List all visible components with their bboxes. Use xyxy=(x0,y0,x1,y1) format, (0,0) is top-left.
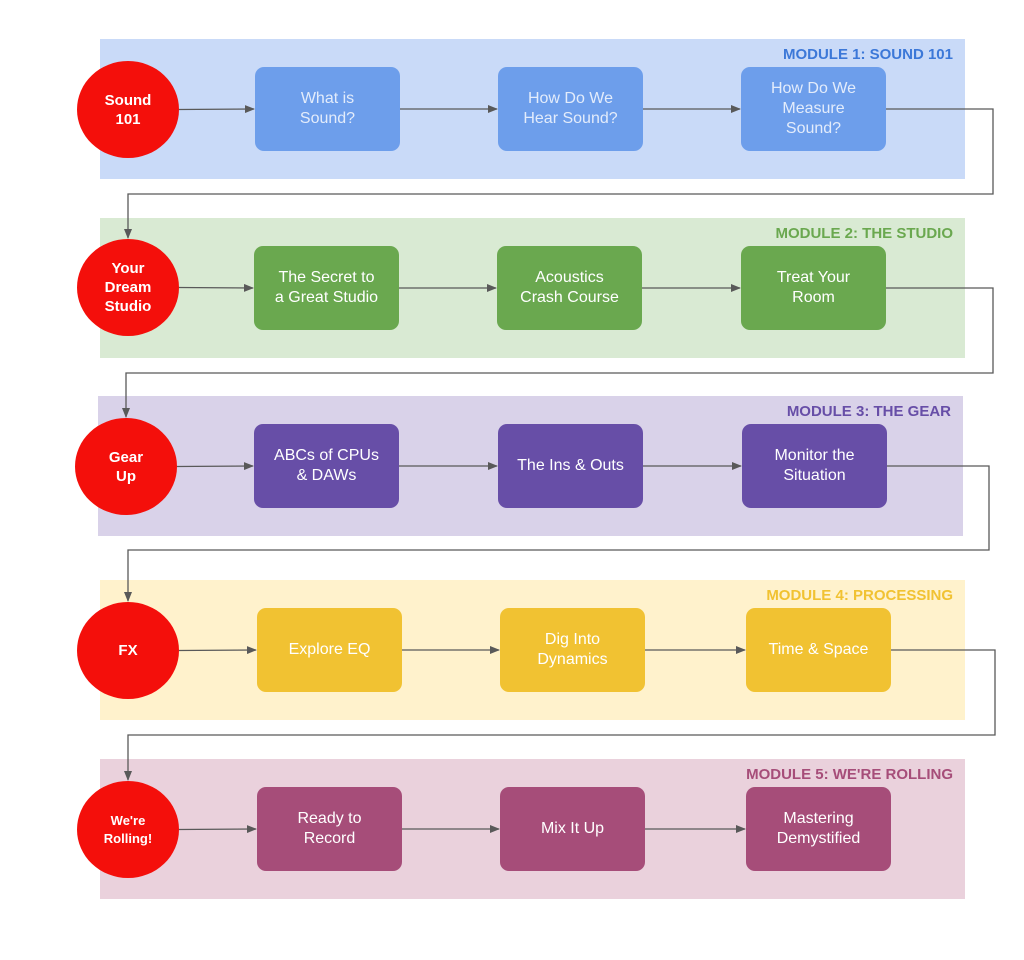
module-2-hub-circle[interactable]: Your Dream Studio xyxy=(77,239,179,336)
lesson-label: How Do We Measure Sound? xyxy=(770,80,857,137)
lesson-label: The Secret to a Great Studio xyxy=(274,269,379,306)
module-3-title: MODULE 3: THE GEAR xyxy=(786,403,951,420)
module-5-hub-circle[interactable]: We're Rolling! xyxy=(77,781,179,878)
lesson-dig-into-dynamics[interactable]: Dig Into Dynamics xyxy=(500,608,645,692)
lesson-how-do-we-measure-sound[interactable]: How Do We Measure Sound? xyxy=(741,67,886,151)
arrow-module-2-to-module-3 xyxy=(122,287,994,418)
lesson-label: Treat Your Room xyxy=(776,269,851,306)
lesson-label: The Ins & Outs xyxy=(517,457,624,474)
lesson-mastering-demystified[interactable]: Mastering Demystified xyxy=(746,787,891,871)
module-4-hub-label: FX xyxy=(118,642,138,659)
lesson-label: Monitor the Situation xyxy=(774,447,855,484)
lesson-time-and-space[interactable]: Time & Space xyxy=(746,608,891,692)
module-1-hub-label: Sound 101 xyxy=(104,91,152,128)
lesson-label: Time & Space xyxy=(768,641,869,658)
lesson-monitor-the-situation[interactable]: Monitor the Situation xyxy=(742,424,887,508)
lesson-abcs-of-cpus-and-daws[interactable]: ABCs of CPUs & DAWs xyxy=(254,424,399,508)
lesson-acoustics-crash-course[interactable]: Acoustics Crash Course xyxy=(497,246,642,330)
arrow-module-2-step-1 xyxy=(178,283,254,292)
module-5-title: MODULE 5: WE'RE ROLLING xyxy=(746,766,953,783)
lesson-what-is-sound[interactable]: What is Sound? xyxy=(255,67,400,151)
module-1-title: MODULE 1: SOUND 101 xyxy=(782,46,953,63)
lesson-label: ABCs of CPUs & DAWs xyxy=(274,447,379,484)
module-2-title: MODULE 2: THE STUDIO xyxy=(775,225,953,242)
lesson-treat-your-room[interactable]: Treat Your Room xyxy=(741,246,886,330)
arrow-module-3-step-1 xyxy=(176,462,254,471)
module-4-title: MODULE 4: PROCESSING xyxy=(766,587,953,604)
lesson-label: Dig Into Dynamics xyxy=(537,631,608,668)
lesson-ready-to-record[interactable]: Ready to Record xyxy=(257,787,402,871)
lesson-secret-to-a-great-studio[interactable]: The Secret to a Great Studio xyxy=(254,246,399,330)
module-1-hub-circle[interactable]: Sound 101 xyxy=(77,61,179,158)
lesson-mix-it-up[interactable]: Mix It Up xyxy=(500,787,645,871)
arrow-module-3-to-module-4 xyxy=(124,465,990,602)
lesson-explore-eq[interactable]: Explore EQ xyxy=(257,608,402,692)
lesson-label: How Do We Hear Sound? xyxy=(523,90,618,127)
lesson-label: Ready to Record xyxy=(297,810,362,847)
lesson-label: Mix It Up xyxy=(540,820,605,837)
arrow-module-4-to-module-5 xyxy=(124,649,996,781)
module-3-hub-label: Gear Up xyxy=(108,448,144,485)
arrow-module-1-step-1 xyxy=(178,105,255,114)
lesson-the-ins-and-outs[interactable]: The Ins & Outs xyxy=(498,424,643,508)
module-3-hub-circle[interactable]: Gear Up xyxy=(75,418,177,515)
lesson-label: What is Sound? xyxy=(299,90,356,127)
arrow-module-4-step-1 xyxy=(178,646,257,655)
module-5-hub-label: We're Rolling! xyxy=(103,812,153,846)
lesson-label: Mastering Demystified xyxy=(776,810,861,847)
module-4-hub-circle[interactable]: FX xyxy=(77,602,179,699)
arrow-module-5-step-1 xyxy=(178,825,257,834)
lesson-how-do-we-hear-sound[interactable]: How Do We Hear Sound? xyxy=(498,67,643,151)
module-2-hub-label: Your Dream Studio xyxy=(104,260,152,315)
lesson-label: Acoustics Crash Course xyxy=(520,269,619,306)
lesson-label: Explore EQ xyxy=(288,641,371,658)
arrow-module-1-to-module-2 xyxy=(124,108,994,239)
